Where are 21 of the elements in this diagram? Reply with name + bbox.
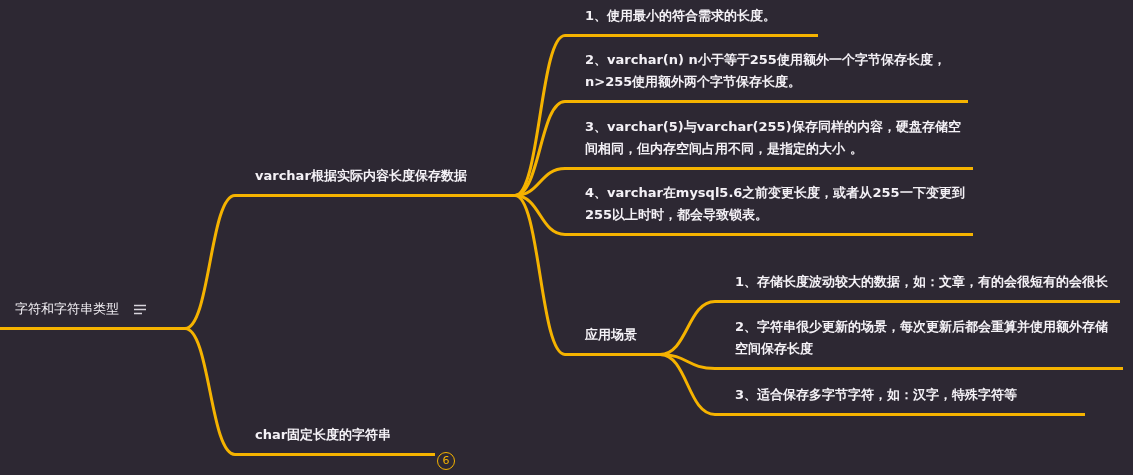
branch-line	[184, 194, 236, 330]
branch-line	[184, 327, 236, 456]
branch-line	[514, 194, 566, 356]
topic-text: 应用场景	[585, 326, 637, 344]
topic-text: 1、存储长度波动较大的数据，如：文章，有的会很短有的会很长	[735, 273, 1109, 291]
branch-line	[659, 353, 716, 416]
topic-node	[565, 50, 968, 103]
topic-text: 字符和字符串类型	[15, 300, 119, 318]
topic-text: 4、varchar在mysql5.6之前变更长度，或者从255一下变更到255以上时时，都会导致锁表。	[585, 184, 966, 224]
topic-text: 2、varchar(n) n小于等于255使用额外一个字节保存长度，n>255使用额外两个字节保存长度。	[585, 51, 947, 91]
collapsed-count-badge: 6	[437, 452, 455, 470]
topic-text: char固定长度的字符串	[255, 426, 392, 444]
topic-node	[565, 117, 973, 170]
topic-text: varchar根据实际内容长度保存数据	[255, 167, 467, 185]
topic-text: 2、字符串很少更新的场景，每次更新后都会重算并使用额外存储空间保存长度	[735, 318, 1110, 358]
topic-node	[715, 316, 1123, 370]
topic-text: 1、使用最小的符合需求的长度。	[585, 7, 777, 25]
branch-line	[514, 100, 566, 197]
topic-text: 3、适合保存多字节字符，如：汉字，特殊字符等	[735, 386, 1018, 404]
topic-node	[565, 183, 973, 236]
topic-text: 3、varchar(5)与varchar(255)保存同样的内容，硬盘存储空间相同，但内存空间占用不同，是指定的大小 。	[585, 118, 962, 158]
